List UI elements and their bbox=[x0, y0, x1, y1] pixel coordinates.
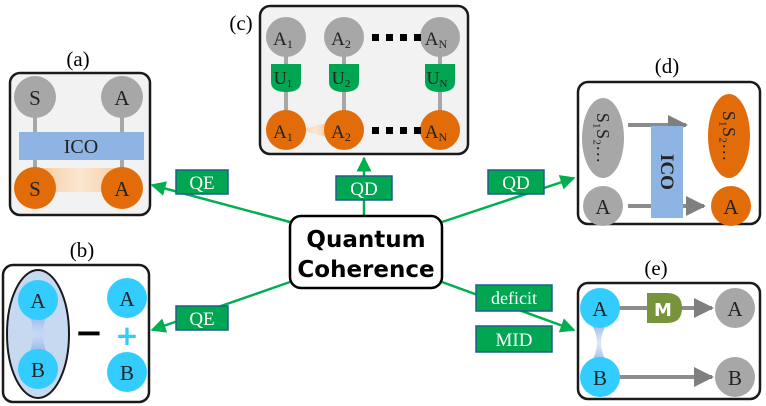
unitary-un-label: UN bbox=[427, 68, 448, 90]
node-e-a-left bbox=[580, 288, 620, 328]
minus-sign: − bbox=[75, 313, 104, 353]
node-e-a-right-label: A bbox=[727, 297, 743, 321]
unitary-un bbox=[425, 64, 455, 92]
node-c-top-n-label: AN bbox=[425, 29, 448, 51]
edge-tag-qd-d: QD bbox=[487, 169, 545, 195]
node-e-a-left-label: A bbox=[592, 297, 608, 321]
edge-label-deficit: deficit bbox=[491, 288, 537, 308]
node-c-bottom-2-label: A2 bbox=[331, 122, 351, 144]
node-e-b-left-label: B bbox=[593, 366, 607, 390]
edge-tag-deficit: deficit bbox=[475, 284, 553, 312]
ico-box-d bbox=[651, 126, 683, 218]
node-d-system-left bbox=[582, 98, 624, 178]
panel-c: (c) A1 A2 AN U1 U2 UN A1 A2 AN bbox=[229, 4, 470, 156]
node-c-top-1 bbox=[266, 17, 306, 57]
node-c-top-1-label: A1 bbox=[273, 29, 293, 51]
node-c-bottom-1 bbox=[266, 110, 306, 150]
plus-sign: + bbox=[115, 319, 138, 352]
edge-label-qd-c: QD bbox=[350, 179, 377, 200]
center-title-line1: Quantum bbox=[306, 227, 425, 253]
meter-glyph: M bbox=[654, 300, 672, 321]
node-d-ancilla-right bbox=[711, 186, 751, 226]
node-c-bottom-n-label: AN bbox=[425, 122, 448, 144]
node-c-bottom-n bbox=[420, 110, 460, 150]
node-a-s-top-label: S bbox=[29, 86, 41, 110]
node-b-b-left bbox=[18, 349, 58, 389]
edge-tag-qe-b: QE bbox=[175, 305, 229, 331]
node-b-b-right bbox=[107, 352, 147, 392]
node-a-s-top bbox=[14, 76, 56, 118]
node-a-a-top-label: A bbox=[114, 86, 130, 110]
node-c-bottom-2 bbox=[324, 110, 364, 150]
panel-c-label: (c) bbox=[229, 11, 252, 35]
ellipsis-bottom bbox=[372, 127, 421, 134]
node-e-b-right bbox=[715, 357, 755, 397]
ico-a-label: ICO bbox=[64, 136, 98, 158]
panel-a: (a) S A ICO S A bbox=[8, 47, 152, 217]
center-node: Quantum Coherence bbox=[288, 214, 444, 290]
edge-label-qe-b: QE bbox=[189, 309, 214, 330]
measurement-meter-icon bbox=[647, 293, 682, 323]
node-d-system-right bbox=[708, 94, 750, 178]
center-title-line2: Coherence bbox=[297, 257, 434, 283]
node-d-system-left-label: S₁S₂… bbox=[593, 113, 613, 164]
panel-e-label: (e) bbox=[644, 256, 667, 280]
node-c-top-n bbox=[420, 17, 460, 57]
ico-box-a bbox=[19, 132, 144, 160]
node-b-a-right-label: A bbox=[119, 287, 135, 311]
node-a-a-top bbox=[101, 76, 143, 118]
node-e-b-left bbox=[580, 357, 620, 397]
unitary-u2-label: U2 bbox=[332, 68, 351, 90]
node-b-a-right bbox=[107, 278, 147, 318]
node-a-s-bottom-label: S bbox=[29, 177, 41, 201]
node-e-a-right bbox=[715, 288, 755, 328]
edge-tag-qe-a: QE bbox=[175, 169, 229, 195]
node-b-b-right-label: B bbox=[120, 361, 134, 385]
node-d-ancilla-left bbox=[583, 186, 623, 226]
node-b-a-left-label: A bbox=[30, 289, 46, 313]
node-a-s-bottom bbox=[14, 167, 56, 209]
edge-to-a bbox=[150, 181, 291, 224]
node-a-a-bottom-label: A bbox=[114, 177, 130, 201]
node-b-a-left bbox=[18, 280, 58, 320]
edge-tag-qd-c: QD bbox=[335, 175, 393, 201]
panel-a-label: (a) bbox=[66, 47, 89, 71]
node-c-top-2 bbox=[324, 17, 364, 57]
panel-b: (b) A B − A B + bbox=[1, 238, 151, 404]
panel-d: (d) S₁S₂… S₁S₂… ICO A A bbox=[576, 54, 762, 226]
edge-label-qe-a: QE bbox=[189, 173, 214, 194]
node-a-a-bottom bbox=[101, 167, 143, 209]
panel-b-label: (b) bbox=[70, 238, 95, 262]
unitary-u1-label: U1 bbox=[274, 68, 293, 90]
node-b-b-left-label: B bbox=[31, 358, 45, 382]
ico-d-label: ICO bbox=[656, 154, 677, 190]
node-d-ancilla-right-label: A bbox=[723, 195, 739, 219]
edge-label-qd-d: QD bbox=[502, 173, 529, 194]
ellipsis-top bbox=[372, 34, 421, 41]
node-e-b-right-label: B bbox=[728, 366, 742, 390]
node-c-bottom-1-label: A1 bbox=[273, 122, 293, 144]
unitary-u2 bbox=[329, 64, 359, 92]
unitary-u1 bbox=[271, 64, 301, 92]
panel-d-label: (d) bbox=[655, 54, 680, 78]
edge-to-d bbox=[441, 175, 576, 224]
edge-label-mid: MID bbox=[496, 330, 533, 351]
node-d-system-right-label: S₁S₂… bbox=[719, 111, 739, 162]
edge-tag-mid: MID bbox=[475, 325, 553, 353]
node-d-ancilla-left-label: A bbox=[595, 195, 611, 219]
node-c-top-2-label: A2 bbox=[331, 29, 351, 51]
panel-e: (e) A B M A B bbox=[576, 256, 762, 401]
